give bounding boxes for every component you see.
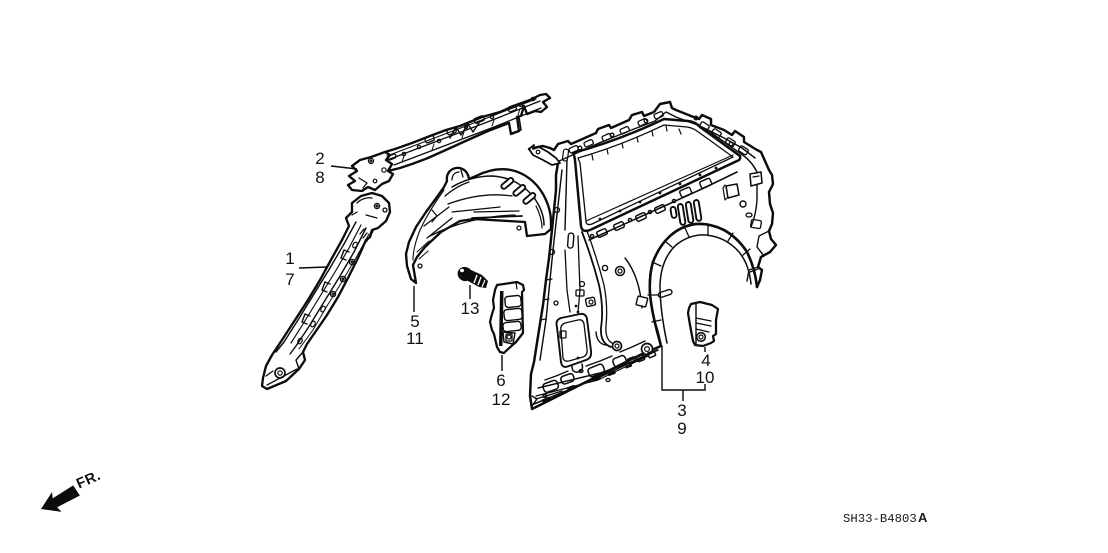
svg-text:9: 9	[677, 419, 686, 438]
svg-text:5: 5	[410, 312, 419, 331]
svg-text:4: 4	[701, 351, 710, 370]
svg-text:12: 12	[492, 390, 511, 409]
svg-text:1: 1	[285, 249, 294, 268]
svg-text:2: 2	[315, 149, 324, 168]
svg-text:3: 3	[677, 401, 686, 420]
svg-text:6: 6	[496, 371, 505, 390]
svg-text:SH33-B4803: SH33-B4803	[843, 512, 917, 526]
svg-text:FR.: FR.	[74, 468, 103, 493]
svg-text:A: A	[918, 510, 928, 525]
svg-text:13: 13	[461, 299, 480, 318]
svg-text:7: 7	[285, 270, 294, 289]
svg-text:11: 11	[406, 329, 424, 348]
svg-text:10: 10	[696, 368, 715, 387]
svg-text:8: 8	[315, 168, 324, 187]
